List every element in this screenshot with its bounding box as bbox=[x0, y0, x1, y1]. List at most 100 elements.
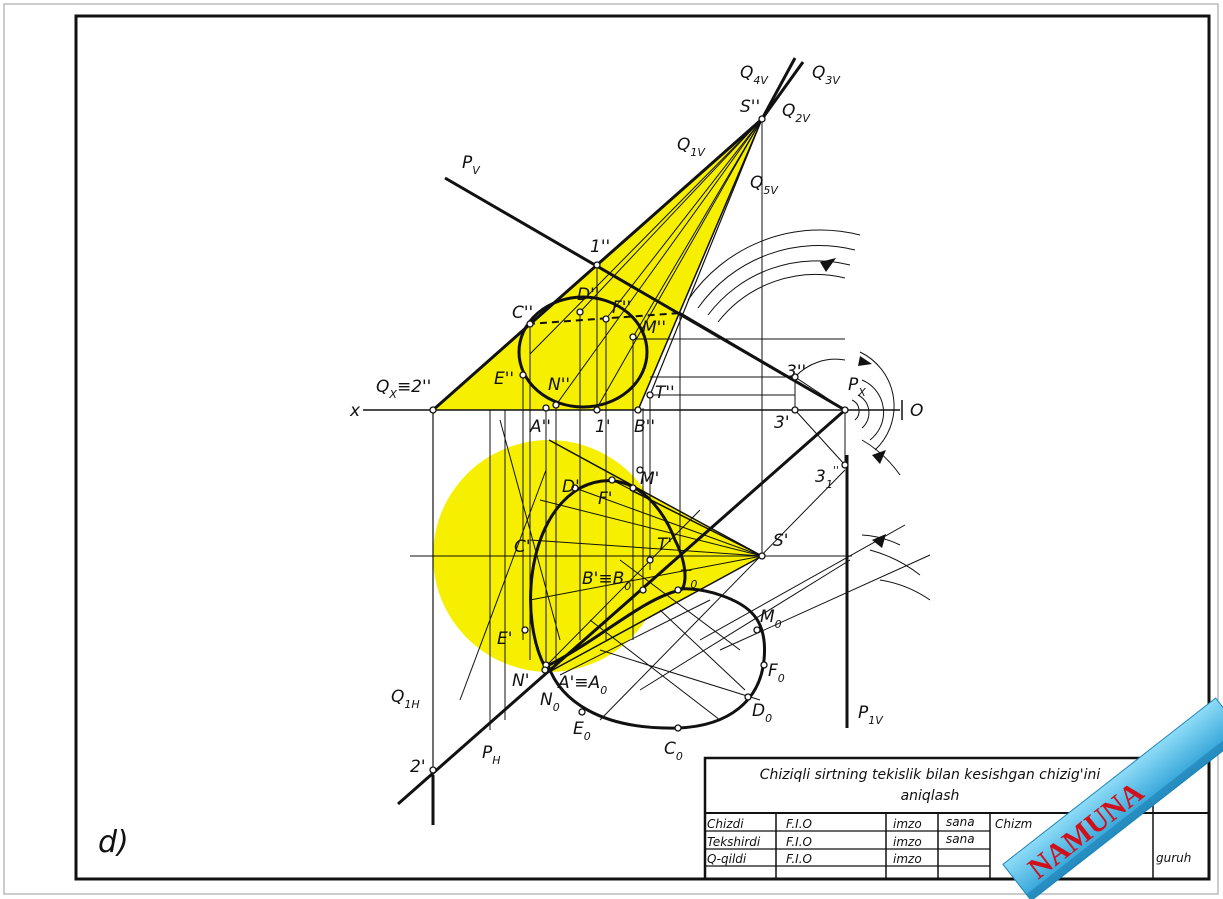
label-a1: A'≡A0 bbox=[557, 673, 607, 697]
pt-c2 bbox=[526, 320, 534, 328]
arc-13 bbox=[879, 579, 931, 601]
top-gen-3 bbox=[529, 555, 763, 601]
pt-s2 bbox=[758, 115, 766, 123]
top-gen-6 bbox=[629, 489, 763, 557]
pt-d2 bbox=[576, 308, 584, 316]
pt-b1 bbox=[639, 586, 647, 594]
pt-px bbox=[841, 406, 849, 414]
title-block bbox=[703, 756, 1211, 881]
rotation-line-10 bbox=[599, 649, 761, 701]
label-s2: S'' bbox=[740, 97, 760, 117]
label-b2: B'' bbox=[634, 417, 655, 437]
fold-line-1 bbox=[679, 312, 846, 411]
label-31: 31'' bbox=[815, 464, 839, 491]
pt-1-front bbox=[593, 261, 601, 269]
pt-3-top bbox=[791, 406, 799, 414]
tb-guruh: guruh bbox=[1156, 851, 1191, 865]
rotation-line-5 bbox=[719, 554, 931, 651]
stamp-text: NAMUNA bbox=[1022, 775, 1150, 885]
pt-f2 bbox=[602, 315, 610, 323]
true-size-ellipse bbox=[546, 587, 767, 730]
pt-t1 bbox=[646, 556, 654, 564]
label-2-top: 2' bbox=[410, 757, 426, 777]
pt-31 bbox=[841, 461, 849, 469]
label-o: O bbox=[910, 401, 923, 421]
label-f0: F0 bbox=[768, 661, 785, 685]
pt-e2 bbox=[519, 371, 527, 379]
pt-c0 bbox=[674, 724, 682, 732]
rotation-line-4 bbox=[699, 524, 906, 641]
arrow-2 bbox=[858, 356, 872, 366]
arc-5 bbox=[794, 358, 846, 378]
rotation-line-9 bbox=[559, 599, 711, 676]
label-3-top: 3' bbox=[774, 413, 790, 433]
tb-title-line2: aniqlash bbox=[901, 788, 960, 804]
top-tangent-upper bbox=[548, 439, 763, 557]
pt-m0 bbox=[753, 626, 761, 634]
rotation-line-3 bbox=[639, 559, 851, 691]
tb-date-1: sana bbox=[946, 815, 975, 829]
arrow-3 bbox=[872, 450, 886, 464]
pt-t0 bbox=[674, 586, 682, 594]
pt-a2 bbox=[542, 404, 550, 412]
namuna-stamp: NAMUNA bbox=[1002, 697, 1223, 899]
label-a2: A'' bbox=[529, 417, 551, 437]
pt-b2 bbox=[634, 406, 642, 414]
label-q4v: Q4V bbox=[740, 63, 769, 87]
rotation-line-1 bbox=[794, 409, 846, 466]
tb-sign-2: imzo bbox=[893, 835, 922, 849]
label-1-axis: 1' bbox=[595, 417, 611, 437]
label-x: x bbox=[349, 401, 361, 421]
drawing-frame bbox=[74, 14, 1211, 881]
arrow-4 bbox=[872, 534, 886, 548]
label-p1v: P1V bbox=[858, 703, 884, 727]
pt-s1 bbox=[758, 552, 766, 560]
pt-n2 bbox=[552, 401, 560, 409]
tb-chizma: Chizm bbox=[995, 817, 1032, 831]
label-m1: M' bbox=[640, 469, 659, 489]
label-q1v: Q1V bbox=[677, 135, 706, 159]
label-q1h: Q1H bbox=[391, 687, 420, 711]
arc-12 bbox=[869, 549, 921, 576]
label-d0: D0 bbox=[752, 701, 772, 725]
label-e1: E' bbox=[497, 629, 512, 649]
tb-name-2: F.I.O bbox=[786, 835, 812, 849]
label-f1: F' bbox=[598, 489, 612, 509]
arc-3 bbox=[707, 260, 851, 316]
pt-m1 bbox=[636, 466, 644, 474]
rotation-line-8 bbox=[544, 509, 701, 668]
rotation-line-11 bbox=[589, 619, 721, 721]
rotation-line-2 bbox=[599, 469, 846, 721]
label-b1: B'≡B0 bbox=[582, 569, 631, 593]
label-d2: D'' bbox=[577, 285, 599, 305]
label-pv: PV bbox=[462, 153, 481, 177]
q-line-3v bbox=[760, 61, 805, 120]
rotation-line-13 bbox=[619, 559, 741, 651]
front-gen-2 bbox=[555, 118, 763, 406]
outer-border bbox=[3, 3, 1219, 895]
top-tangent-lower bbox=[548, 555, 763, 673]
pt-f0 bbox=[760, 661, 768, 669]
label-n2: N'' bbox=[548, 375, 570, 395]
label-s1: S' bbox=[773, 531, 788, 551]
arc-8 bbox=[857, 394, 870, 429]
pt-2-top bbox=[429, 766, 437, 774]
arc-9 bbox=[851, 399, 860, 421]
arc-7 bbox=[861, 379, 885, 441]
label-f2: F'' bbox=[612, 298, 631, 318]
rotation-line-6 bbox=[499, 419, 561, 641]
arc-2 bbox=[697, 245, 856, 309]
tb-role-3: Q-qildi bbox=[707, 852, 747, 866]
pt-n1 bbox=[541, 666, 549, 674]
tb-date-2: sana bbox=[946, 832, 975, 846]
point-markers bbox=[429, 115, 849, 774]
pt-d1 bbox=[608, 476, 616, 484]
front-gen-1 bbox=[529, 118, 763, 355]
ph-trace bbox=[397, 408, 846, 806]
label-c1: C' bbox=[514, 537, 531, 557]
stamp-ribbon-shade bbox=[1026, 728, 1223, 899]
label-q5v: Q5V bbox=[750, 173, 779, 197]
arc-6 bbox=[859, 351, 895, 451]
label-n1: N' bbox=[512, 671, 529, 691]
label-px: PX bbox=[848, 375, 866, 399]
